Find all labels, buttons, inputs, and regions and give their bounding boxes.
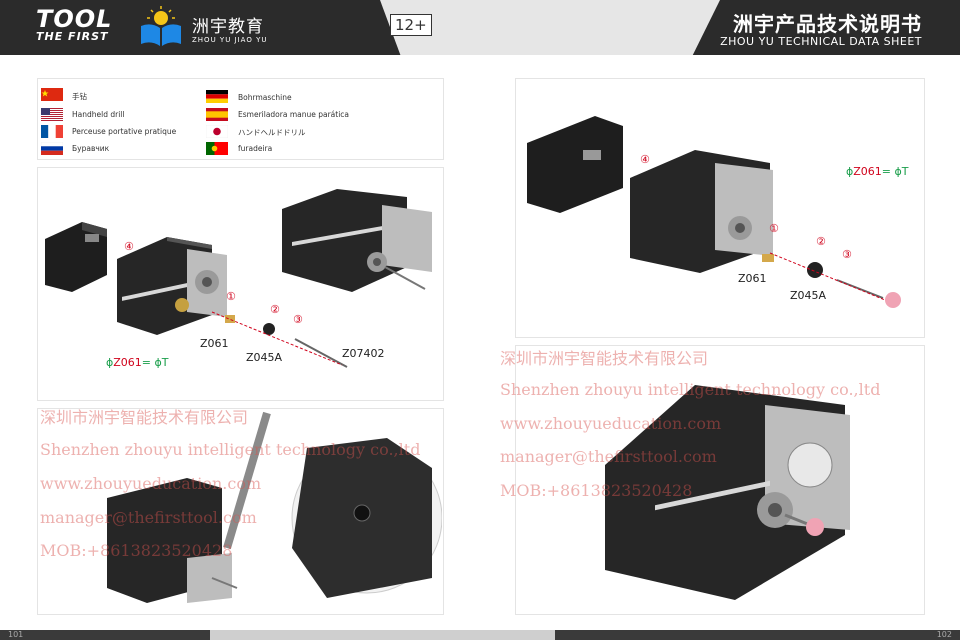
brand-pinyin-name: ZHOU YU JIAO YU	[192, 36, 268, 44]
right-assembly-illustration	[527, 116, 901, 308]
book-sun-logo-icon	[141, 6, 181, 46]
age-badge: 12+	[390, 14, 432, 36]
watermark-phone: MOB:+8613823520428	[40, 541, 233, 560]
part-code-bit: Z07402	[342, 347, 385, 360]
logo-tool-text: TOOL	[36, 5, 113, 33]
part-code-collet: Z061	[200, 337, 229, 350]
language-label-portuguese: furadeira	[238, 144, 273, 153]
china-flag-icon	[41, 88, 63, 101]
sheet-title-chinese: 洲宇产品技术说明书	[733, 12, 922, 36]
language-label-chinese: 手钻	[72, 92, 87, 101]
collet-size-formula: ϕZ061= ϕT	[106, 356, 169, 369]
header-center-band	[380, 0, 720, 55]
sheet-title-english: ZHOU YU TECHNICAL DATA SHEET	[720, 35, 922, 48]
right-callout-1: ①	[769, 222, 779, 235]
callout-4: ④	[124, 240, 134, 253]
watermark-phone-right: MOB:+8613823520428	[500, 481, 693, 500]
germany-flag-icon	[206, 90, 228, 103]
language-label-russian: Буравчик	[72, 144, 110, 153]
watermark-company-en: Shenzhen zhouyu intelligent technology c…	[40, 440, 421, 459]
language-label-english: Handheld drill	[72, 110, 125, 119]
left-assembly-illustration	[45, 189, 432, 368]
right-part-code-nut: Z045A	[790, 289, 827, 302]
part-code-nut: Z045A	[246, 351, 283, 364]
callout-2: ②	[270, 303, 280, 316]
spain-flag-icon	[206, 108, 228, 121]
language-panel: 手钻 Handheld drill Perceuse portative pra…	[37, 78, 444, 160]
portugal-flag-icon	[206, 142, 228, 155]
japan-flag-icon	[206, 125, 228, 138]
page-number-left: 101	[8, 630, 24, 639]
language-label-german: Bohrmaschine	[238, 93, 292, 102]
watermark-email: manager@thefirsttool.com	[40, 508, 257, 527]
watermark-website-right: www.zhouyueducation.com	[500, 414, 722, 433]
callout-1: ①	[226, 290, 236, 303]
footer-center-band	[210, 630, 555, 640]
language-label-japanese: ハンドヘルドドリル	[238, 128, 306, 137]
watermark-company-en-right: Shenzhen zhouyu intelligent technology c…	[500, 380, 881, 399]
watermark-website: www.zhouyueducation.com	[40, 474, 262, 493]
right-callout-4: ④	[640, 153, 650, 166]
callout-3: ③	[293, 313, 303, 326]
watermark-email-right: manager@thefirsttool.com	[500, 447, 717, 466]
right-callout-2: ②	[816, 235, 826, 248]
watermark-company-cn-right: 深圳市洲宇智能技术有限公司	[500, 349, 709, 368]
right-part-code-collet: Z061	[738, 272, 767, 285]
russia-flag-icon	[41, 142, 63, 155]
usa-flag-icon	[41, 108, 63, 121]
watermark-company-cn: 深圳市洲宇智能技术有限公司	[40, 408, 249, 427]
logo-first-text: THE FIRST	[36, 30, 109, 43]
language-label-spanish: Esmeriladora manue parática	[238, 110, 350, 119]
right-callout-3: ③	[842, 248, 852, 261]
france-flag-icon	[41, 125, 63, 138]
handheld-drill-photo	[107, 411, 442, 603]
brand-chinese-name: 洲宇教育	[192, 17, 264, 37]
right-collet-size-formula: ϕZ061= ϕT	[846, 165, 909, 178]
grinder-attachment-photo	[605, 385, 850, 600]
language-label-french: Perceuse portative pratique	[72, 127, 177, 136]
page-number-right: 102	[936, 630, 952, 639]
